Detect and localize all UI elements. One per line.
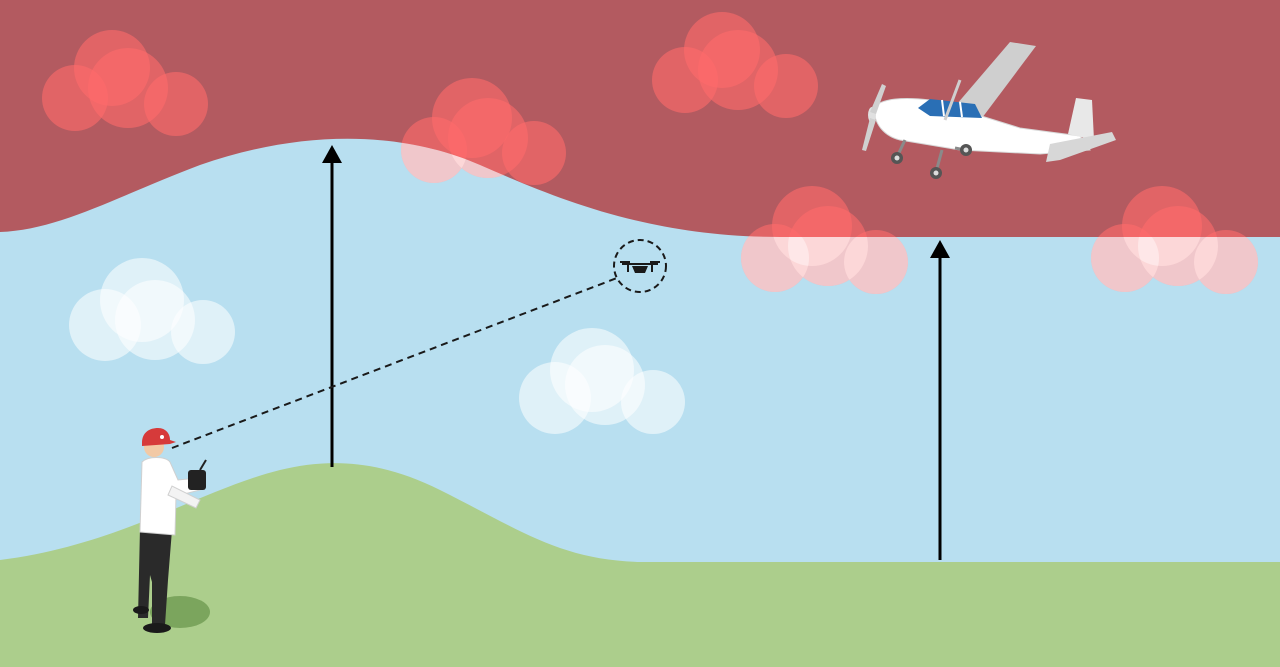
rolling-terrain xyxy=(0,463,1280,667)
sky-cloud-center xyxy=(519,328,685,434)
high-wing-airplane-icon xyxy=(862,42,1116,179)
restricted-cloud-1 xyxy=(42,30,208,136)
red-cap-icon xyxy=(142,428,176,446)
drone-operator-with-remote xyxy=(133,428,210,633)
height-above-hill-arrow xyxy=(322,145,342,467)
restricted-clouds xyxy=(42,12,1258,294)
restricted-cloud-5 xyxy=(1091,186,1258,294)
operator-legs xyxy=(138,528,172,625)
remote-controller-icon xyxy=(188,470,206,490)
restricted-cloud-2 xyxy=(401,78,566,185)
dashed-line-of-sight xyxy=(171,277,618,449)
height-above-ground-arrow xyxy=(930,240,950,560)
sky-clouds xyxy=(69,258,685,434)
restricted-airspace-band xyxy=(0,0,1280,237)
restricted-cloud-4 xyxy=(741,186,908,294)
restricted-cloud-3 xyxy=(652,12,818,118)
quadcopter-drone-icon xyxy=(613,239,667,293)
sky-cloud-left xyxy=(69,258,235,364)
